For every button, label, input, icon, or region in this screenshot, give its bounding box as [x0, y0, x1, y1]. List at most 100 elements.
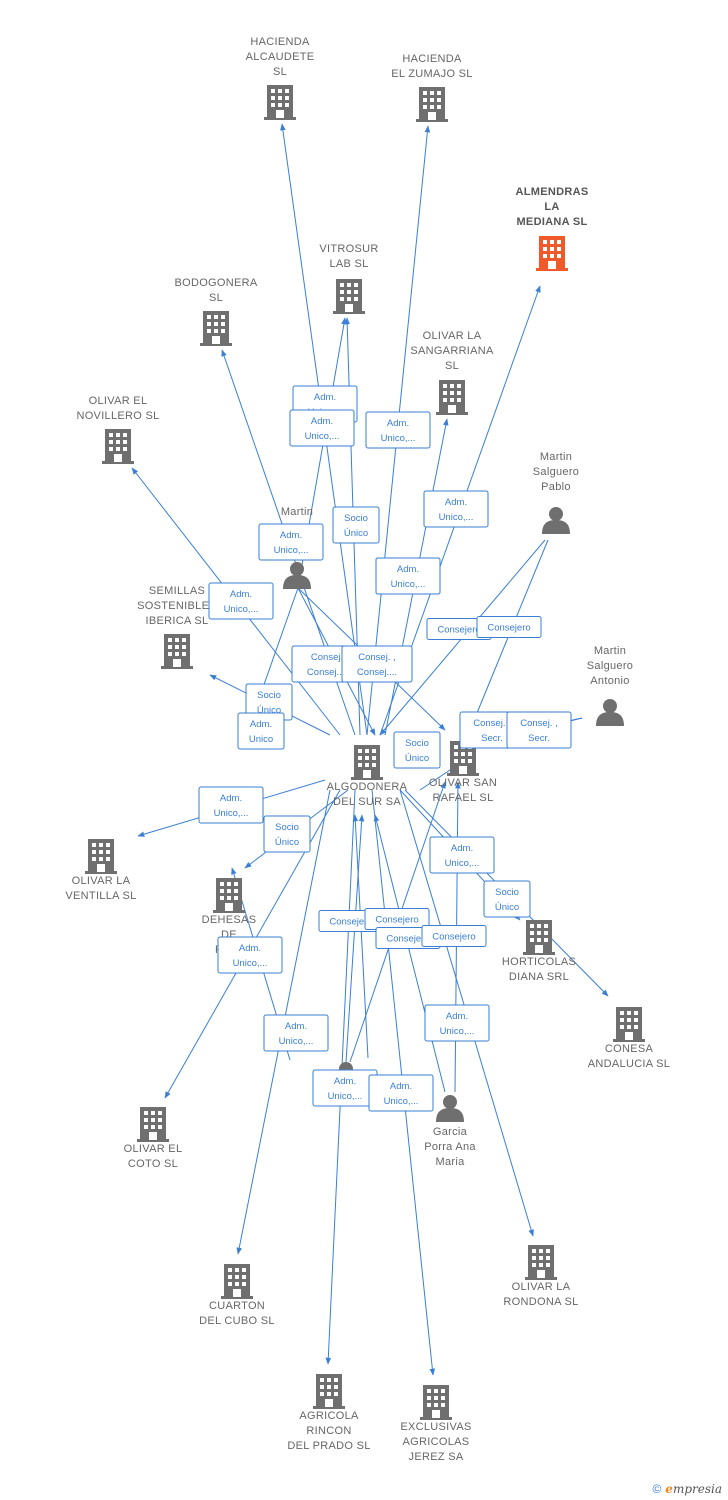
edge-label-text: Adm.	[311, 416, 333, 427]
edge-label-text: Consej....	[307, 667, 347, 678]
node-label-line: SOSTENIBLES	[137, 600, 217, 612]
node-label-line: OLIVAR LA	[72, 875, 131, 887]
edge-label-text: Adm.	[445, 497, 467, 508]
edge-label-l12[interactable]: Consej. ,Consej....	[341, 645, 413, 683]
node-label-line: SL	[209, 292, 223, 304]
edge-label-l23[interactable]: Consejero	[364, 908, 430, 930]
edge-label-text: Consej. ,	[358, 652, 396, 663]
building-icon	[613, 1007, 645, 1042]
edge-label-text: Consejero	[487, 623, 530, 634]
edge-label-text: Único	[344, 528, 368, 539]
building-icon	[351, 745, 383, 780]
empresia-logo[interactable]: ©empresia	[652, 1482, 722, 1496]
edge-label-l30[interactable]: Adm.Unico,...	[368, 1074, 434, 1112]
person-icon	[596, 699, 624, 726]
node-bodogonera[interactable]: BODOGONERA SL	[174, 277, 258, 346]
edge-label-l6[interactable]: Adm.Unico,...	[258, 523, 324, 561]
edge-label-l27[interactable]: Adm.Unico,...	[424, 1004, 490, 1042]
node-label-line: OLIVAR EL	[89, 395, 148, 407]
building-icon	[85, 839, 117, 874]
edge-label-text: Consejero	[329, 917, 372, 928]
node-olivar-novillero[interactable]: OLIVAR EL NOVILLERO SL	[76, 395, 159, 464]
edge-label-text: Unico,...	[279, 1036, 314, 1047]
node-label-line: RONDONA SL	[503, 1296, 578, 1308]
node-martin[interactable]: Martin	[281, 506, 313, 589]
edge-label-text: Adm.	[334, 1076, 356, 1087]
edge-label-box	[393, 731, 441, 769]
building-icon	[264, 85, 296, 120]
node-label-line: Garcia	[433, 1126, 468, 1138]
edge-label-l5[interactable]: Adm. Unico,...	[423, 490, 489, 528]
building-icon	[416, 87, 448, 122]
edge-label-l25[interactable]: Consejero	[421, 925, 487, 947]
edge-label-l29[interactable]: Adm.Unico,...	[312, 1069, 378, 1107]
edge-label-l8[interactable]: Adm.Unico,...	[208, 582, 274, 620]
edge-label-text: Secr.	[481, 733, 503, 744]
node-label-line: DIANA SRL	[509, 971, 569, 983]
edge-label-box	[332, 506, 380, 544]
edge-label-l26[interactable]: Adm.Unico,...	[217, 936, 283, 974]
node-label-line: Antonio	[590, 675, 629, 687]
edge-label-l31[interactable]: Adm.Unico,...	[375, 557, 441, 595]
edge-label-box	[217, 936, 283, 974]
brand-initial: e	[665, 1482, 673, 1496]
edge-label-box	[365, 411, 431, 449]
building-icon	[137, 1107, 169, 1142]
edge-label-l14[interactable]: Adm.Unico	[237, 712, 285, 750]
node-label-line: NOVILLERO SL	[76, 410, 159, 422]
edge-label-box	[423, 490, 489, 528]
node-label-line: OLIVAR LA	[423, 330, 482, 342]
edge-label-box	[258, 523, 324, 561]
node-label-line: BODOGONERA	[174, 277, 257, 289]
brand-name: mpresia	[672, 1482, 722, 1496]
edge-label-l18[interactable]: Adm.Unico,...	[198, 786, 264, 824]
node-label-line: OLIVAR LA	[512, 1281, 571, 1293]
edge-label-text: Consejero	[375, 915, 418, 926]
person-icon	[436, 1095, 464, 1122]
person-icon	[542, 507, 570, 534]
building-icon	[213, 878, 245, 913]
edge-label-text: Único	[275, 837, 299, 848]
edge-label-box	[198, 786, 264, 824]
node-cuarton[interactable]: CUARTON DEL CUBO SL	[199, 1264, 275, 1327]
node-label-line: DEL CUBO SL	[199, 1315, 275, 1327]
node-label-line: SANGARRIANA	[410, 345, 494, 357]
relationship-edge-27	[345, 814, 365, 1063]
node-label-line: LAB SL	[329, 258, 368, 270]
edge-label-l2[interactable]: Adm.Unico,...	[289, 409, 355, 447]
edge-label-l10[interactable]: Consejero	[476, 616, 542, 638]
edge-label-box	[208, 582, 274, 620]
person-icon	[283, 562, 311, 589]
edge-label-text: Unico,...	[439, 512, 474, 523]
edge-label-box	[506, 711, 572, 749]
node-olivar-rondona[interactable]: OLIVAR LA RONDONA SL	[503, 1245, 578, 1308]
edge-label-l20[interactable]: Adm.Unico,...	[429, 836, 495, 874]
edge-label-l16[interactable]: Consej. ,Secr.	[506, 711, 572, 749]
edge-label-l3[interactable]: Adm.Unico,...	[365, 411, 431, 449]
edge-label-l28[interactable]: Adm.Unico,...	[263, 1014, 329, 1052]
node-label-line: CUARTON	[209, 1300, 265, 1312]
